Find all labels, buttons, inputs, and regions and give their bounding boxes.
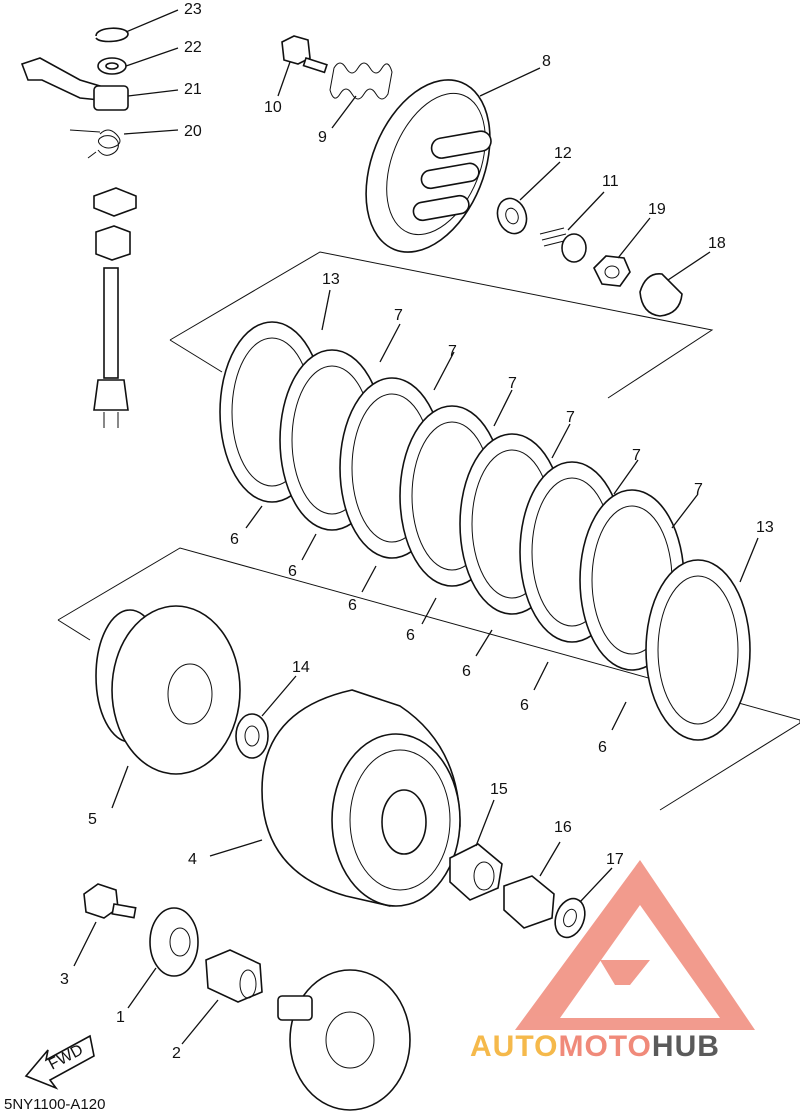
callout-6c: 6 — [348, 597, 357, 614]
callout-6e: 6 — [462, 663, 471, 680]
part-16-needle-bearing — [503, 841, 561, 929]
friction-plate-13-bottom — [645, 559, 751, 741]
callout-19: 19 — [648, 201, 666, 218]
callout-8: 8 — [542, 53, 551, 70]
callout-7f: 7 — [694, 481, 703, 498]
callout-4: 4 — [188, 851, 197, 868]
watermark-part1: AUTO — [470, 1030, 559, 1063]
push-rod-assembly — [93, 187, 137, 428]
callout-9: 9 — [318, 129, 327, 146]
part-21-push-lever — [20, 57, 179, 111]
callout-12: 12 — [554, 145, 572, 162]
callout-21: 21 — [184, 81, 202, 98]
part-3-bolt — [73, 883, 137, 967]
callout-13-top: 13 — [322, 271, 340, 288]
part-5-clutch-boss — [95, 605, 241, 809]
watermark-part2: MOTO — [558, 1030, 652, 1063]
callout-6g: 6 — [598, 739, 607, 756]
part-8-pressure-plate — [365, 67, 541, 253]
part-4-clutch-housing — [209, 689, 461, 907]
part-2-collar — [181, 949, 263, 1045]
diagram-code: 5NY1100-A120 — [4, 1096, 106, 1113]
callout-6b: 6 — [288, 563, 297, 580]
callout-16: 16 — [554, 819, 572, 836]
callout-3: 3 — [60, 971, 69, 988]
part-22-washer — [97, 47, 179, 75]
callout-7b: 7 — [448, 343, 457, 360]
callout-6f: 6 — [520, 697, 529, 714]
callout-labels: 23 22 21 20 10 9 8 12 11 19 18 13 7 7 7 … — [60, 1, 774, 1062]
fwd-arrow-icon: FWD — [24, 1034, 95, 1090]
callout-23: 23 — [184, 1, 202, 18]
watermark-text: AUTOMOTOHUB — [470, 1030, 720, 1064]
part-9-spring — [329, 62, 393, 129]
part-23-circlip — [95, 9, 179, 43]
callout-15: 15 — [490, 781, 508, 798]
lower-rotor — [277, 969, 411, 1111]
watermark-part3: HUB — [651, 1030, 720, 1063]
callout-7e: 7 — [632, 447, 641, 464]
callout-6a: 6 — [230, 531, 239, 548]
part-1-gear — [127, 907, 199, 1009]
part-19-nut — [593, 217, 651, 287]
watermark-logo — [515, 860, 755, 1030]
part-20-spring — [69, 129, 179, 159]
part-10-bolt — [277, 35, 328, 97]
callout-14: 14 — [292, 659, 310, 676]
assembly-guide-upper — [169, 251, 714, 399]
part-15-spacer — [449, 799, 503, 901]
callout-1: 1 — [116, 1009, 125, 1026]
callout-10: 10 — [264, 99, 282, 116]
callout-17: 17 — [606, 851, 624, 868]
callout-2: 2 — [172, 1045, 181, 1062]
callout-22: 22 — [184, 39, 202, 56]
callout-20: 20 — [184, 123, 202, 140]
part-14-thrust-washer — [235, 675, 297, 759]
callout-7c: 7 — [508, 375, 517, 392]
part-17-washer — [554, 867, 613, 939]
plate-stack — [219, 321, 751, 741]
part-11-push-rod — [539, 191, 605, 263]
part-12-bearing — [496, 161, 561, 235]
callout-5: 5 — [88, 811, 97, 828]
callout-6d: 6 — [406, 627, 415, 644]
part-18-lock-washer — [639, 251, 711, 317]
callout-11: 11 — [602, 173, 619, 190]
callout-18: 18 — [708, 235, 726, 252]
callout-13-bottom: 13 — [756, 519, 774, 536]
callout-7d: 7 — [566, 409, 575, 426]
plate-leaders — [245, 289, 759, 731]
callout-7a: 7 — [394, 307, 403, 324]
